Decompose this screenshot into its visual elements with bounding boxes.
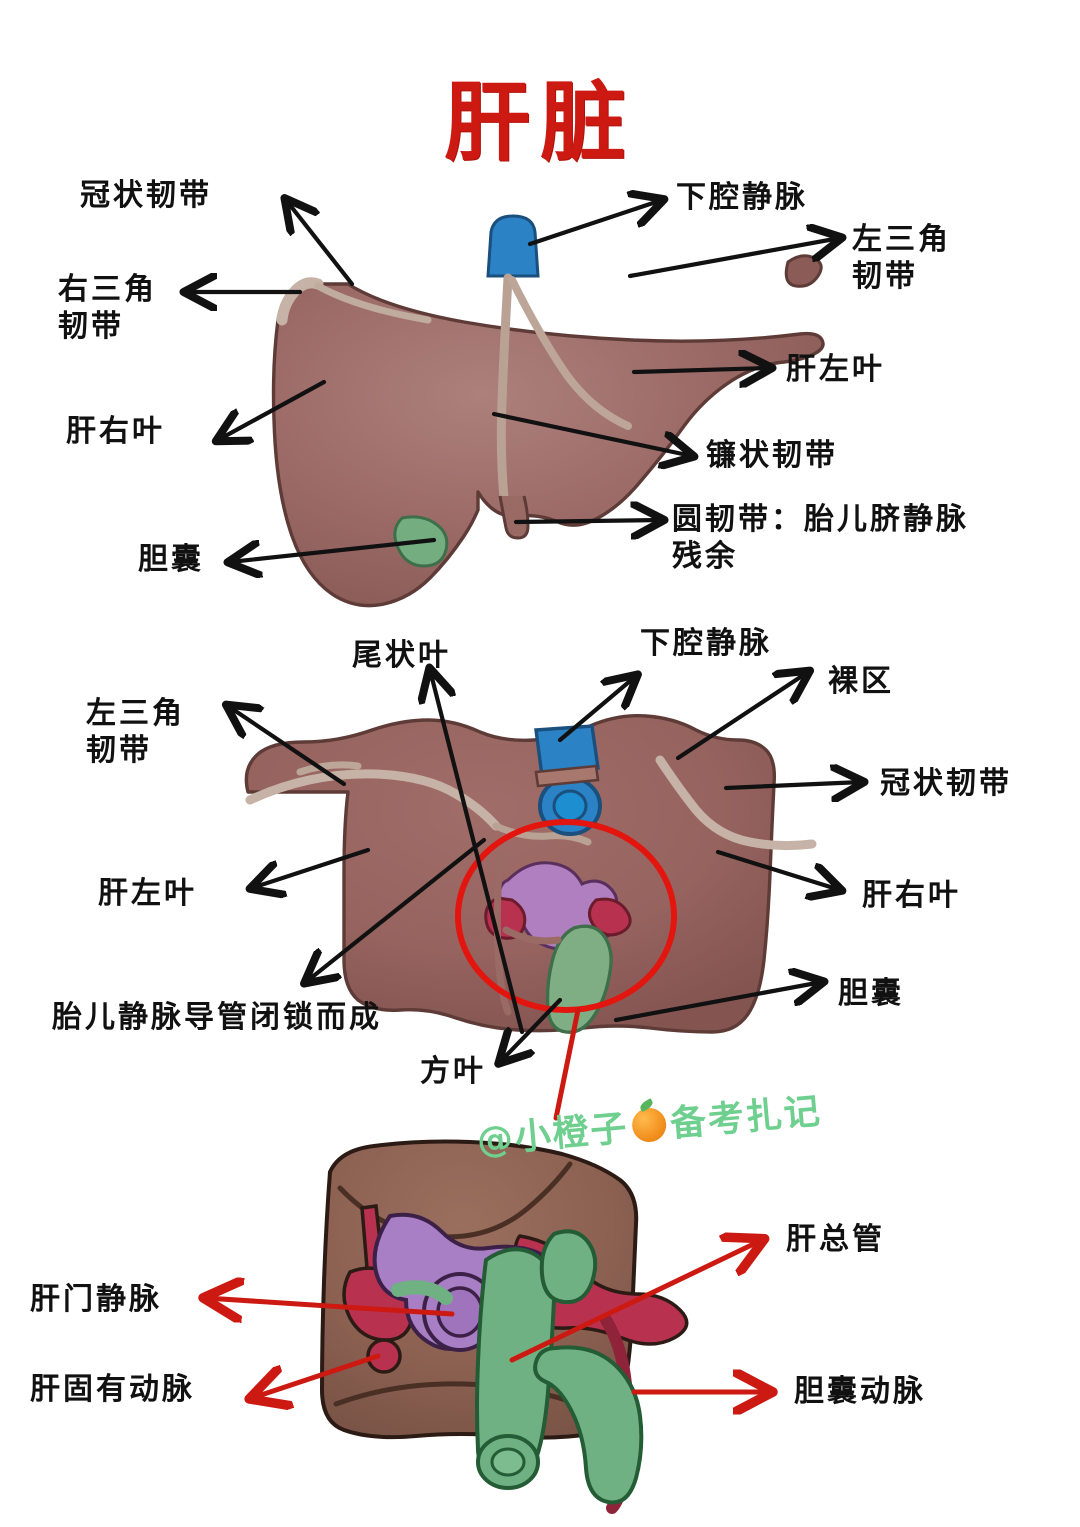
label-common-hepatic-duct-p3: 肝总管 (786, 1222, 885, 1257)
label-caudate-lobe-p2: 尾状叶 (352, 638, 451, 673)
duct-branch-upper (539, 1229, 598, 1305)
panel-porta-art (206, 1139, 770, 1514)
label-cystic-artery-p3: 胆囊动脉 (794, 1374, 926, 1409)
label-right-lobe-p2: 肝右叶 (862, 878, 961, 913)
panel-anterior-art (186, 200, 840, 608)
label-coronary-ligament-p1: 冠状韧带 (80, 178, 212, 213)
label-bare-area-p2: 裸区 (828, 664, 894, 699)
left-ligament-band (245, 769, 501, 831)
label-inferior-vena-cava-p1: 下腔静脉 (676, 180, 808, 215)
highlight-pointer-line (553, 1007, 581, 1121)
label-right-lobe-p1: 肝右叶 (66, 414, 165, 449)
label-quadrate-lobe-p2: 方叶 (420, 1054, 486, 1089)
label-gallbladder-p2: 胆囊 (838, 976, 904, 1011)
left-triangular-band (296, 761, 362, 776)
artery-cross-section (366, 1338, 402, 1374)
falciform-right-fold (508, 276, 632, 430)
leader-lines-panel2 (228, 670, 862, 1062)
cystic-duct-shape (533, 1345, 644, 1505)
leader-lines-panel1 (186, 200, 840, 562)
falciform-ligament-shape (496, 273, 513, 503)
orange-fruit-icon (630, 1106, 668, 1144)
coronary-band-right (655, 755, 817, 851)
porta-lower-band (502, 926, 562, 945)
leader-lines-panel3 (206, 1240, 770, 1398)
label-falciform-ligament-p1: 镰状韧带 (706, 438, 838, 473)
fissure-left (493, 852, 512, 1016)
round-ligament-shape (498, 495, 530, 540)
label-coronary-ligament-p2: 冠状韧带 (880, 766, 1012, 801)
ivc-band (534, 764, 600, 788)
label-proper-hepatic-artery-p3: 肝固有动脉 (30, 1372, 195, 1407)
label-hepatic-portal-vein-p3: 肝门静脉 (30, 1282, 162, 1317)
label-gallbladder-p1: 胆囊 (138, 542, 204, 577)
label-venous-ligament-note-p2: 胎儿静脉导管闭锁而成 (52, 1000, 382, 1035)
label-left-lobe-p1: 肝左叶 (786, 352, 885, 387)
liver-left-tip (784, 254, 823, 288)
label-round-ligament-p1: 圆韧带：胎儿脐静脉 残余 (672, 502, 969, 574)
label-left-triangular-ligament-p2: 左三角 韧带 (86, 696, 185, 768)
duct-lumen-inner (490, 1447, 526, 1477)
ivc-lumen (552, 789, 588, 823)
liver-visceral-body (244, 714, 777, 1034)
page-title: 肝脏 (444, 73, 636, 173)
label-left-triangular-ligament-p1: 左三角 韧带 (852, 222, 951, 294)
label-left-lobe-p2: 肝左叶 (98, 876, 197, 911)
inferior-vena-cava-shape (486, 214, 540, 278)
panel-visceral-art (228, 670, 862, 1121)
duct-branch-left (391, 1280, 453, 1305)
porta-outline-lower (333, 1381, 591, 1411)
coronary-ligament-band-2 (314, 282, 432, 324)
label-right-triangular-ligament-p1: 右三角 韧带 (58, 272, 157, 344)
label-inferior-vena-cava-p2: 下腔静脉 (640, 626, 772, 661)
artery-branch-cluster (588, 897, 632, 937)
porta-hepatis-highlight-ellipse (455, 819, 677, 1013)
